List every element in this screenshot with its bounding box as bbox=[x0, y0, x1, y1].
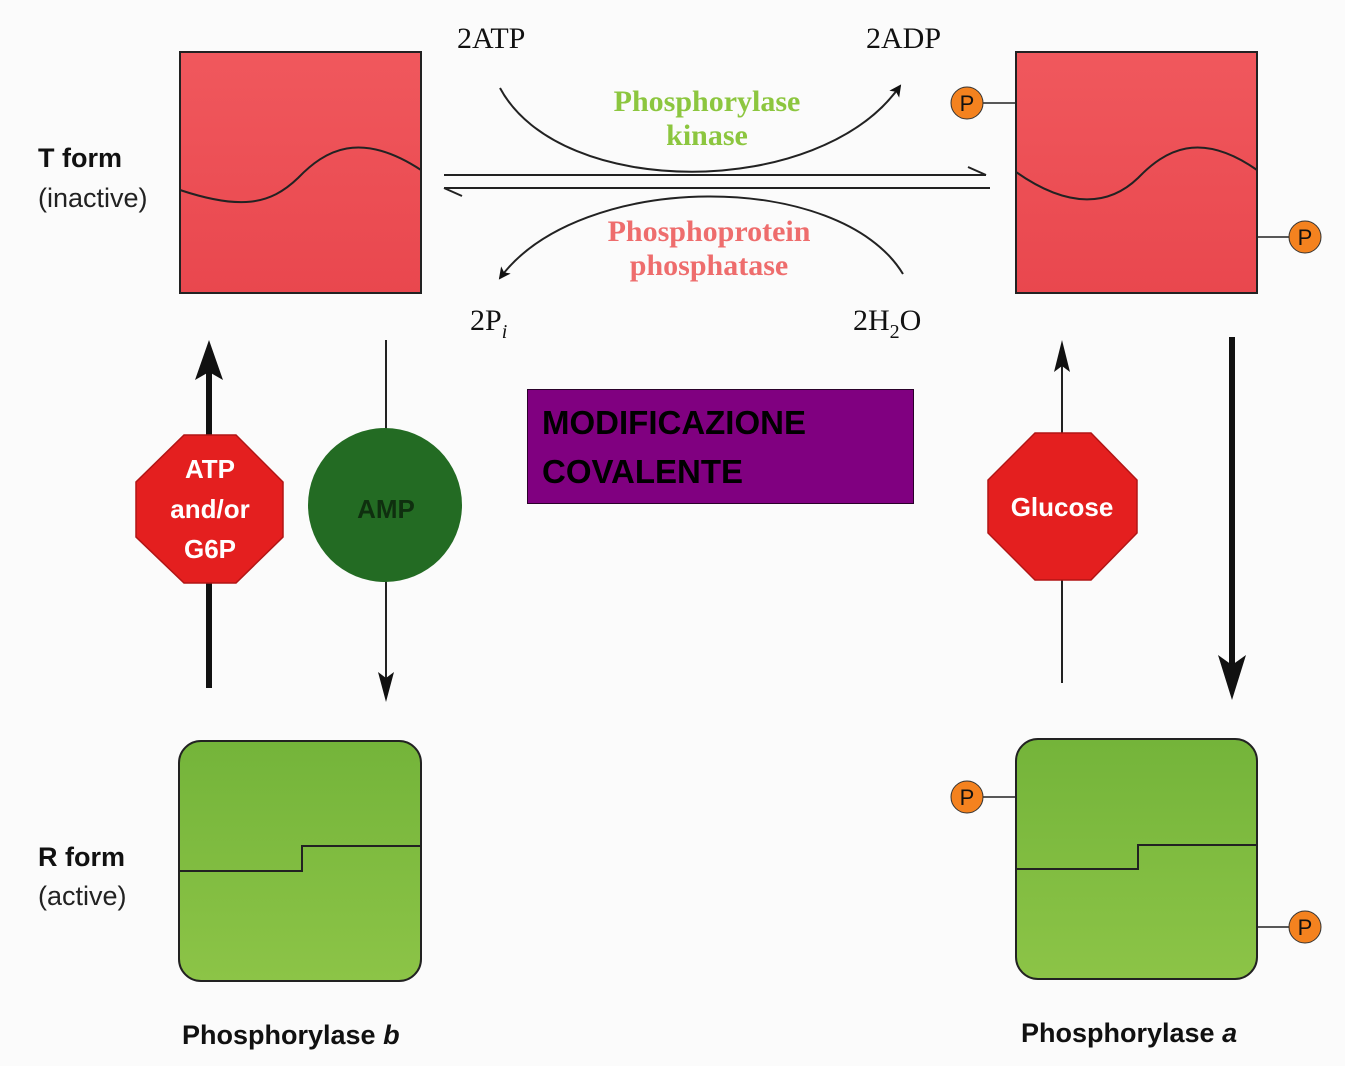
t-form-box-b bbox=[179, 51, 422, 294]
atp-g6p-stop-sign: ATP and/or G6P bbox=[135, 434, 284, 584]
t-form-curve-a bbox=[1015, 146, 1258, 201]
kinase-label-line1: Phosphorylase bbox=[614, 85, 801, 118]
r-form-step-a bbox=[1016, 844, 1257, 870]
svg-text:P: P bbox=[1298, 915, 1313, 940]
svg-text:and/or: and/or bbox=[170, 494, 249, 524]
equilibrium-arrows bbox=[443, 166, 990, 197]
kinase-label-line2: kinase bbox=[666, 119, 748, 152]
phosphorylase-b-caption: Phosphorylase b bbox=[182, 1020, 400, 1050]
r-form-step-b bbox=[179, 845, 421, 872]
water-label: 2H2O bbox=[853, 304, 921, 343]
r-form-label: R form bbox=[38, 842, 125, 872]
t-form-curve-b bbox=[179, 146, 422, 204]
t-form-state: (inactive) bbox=[38, 183, 148, 213]
t-form-box-a bbox=[1015, 51, 1258, 294]
svg-text:G6P: G6P bbox=[184, 534, 236, 564]
svg-text:ATP: ATP bbox=[185, 454, 235, 484]
t-form-label: T form bbox=[38, 143, 122, 173]
phosphatase-label-line1: Phosphoprotein bbox=[608, 215, 811, 248]
up-arrow-glucose-head bbox=[1054, 340, 1070, 372]
up-arrow-atp-head bbox=[195, 340, 223, 380]
phosphatase-arc-arrow bbox=[498, 195, 904, 280]
svg-text:AMP: AMP bbox=[357, 494, 415, 524]
phosphate-group-r-top: P bbox=[950, 780, 1016, 814]
glucose-stop-sign: Glucose bbox=[987, 432, 1138, 581]
down-arrow-amp-head bbox=[378, 672, 394, 702]
phosphate-group-t-right: P bbox=[1257, 220, 1322, 254]
phosphate-group-r-right: P bbox=[1257, 910, 1322, 944]
adp-label: 2ADP bbox=[866, 22, 941, 55]
r-form-box-a bbox=[1015, 738, 1258, 980]
amp-circle: AMP bbox=[308, 428, 462, 582]
modificazione-covalente-box: MODIFICAZIONE COVALENTE bbox=[527, 389, 914, 504]
svg-text:P: P bbox=[960, 91, 975, 116]
svg-text:P: P bbox=[1298, 225, 1313, 250]
r-form-box-b bbox=[178, 740, 422, 982]
down-arrow-right-head bbox=[1218, 655, 1246, 700]
pi-label: 2Pi bbox=[470, 304, 507, 343]
atp-label: 2ATP bbox=[457, 22, 525, 55]
kinase-arc-arrow bbox=[499, 84, 902, 173]
r-form-state: (active) bbox=[38, 881, 127, 911]
phosphate-group-t-top: P bbox=[950, 86, 1016, 120]
phosphatase-label-line2: phosphatase bbox=[630, 249, 788, 282]
svg-text:Glucose: Glucose bbox=[1011, 492, 1114, 522]
phosphorylase-a-caption: Phosphorylase a bbox=[1021, 1018, 1237, 1048]
svg-text:P: P bbox=[960, 785, 975, 810]
